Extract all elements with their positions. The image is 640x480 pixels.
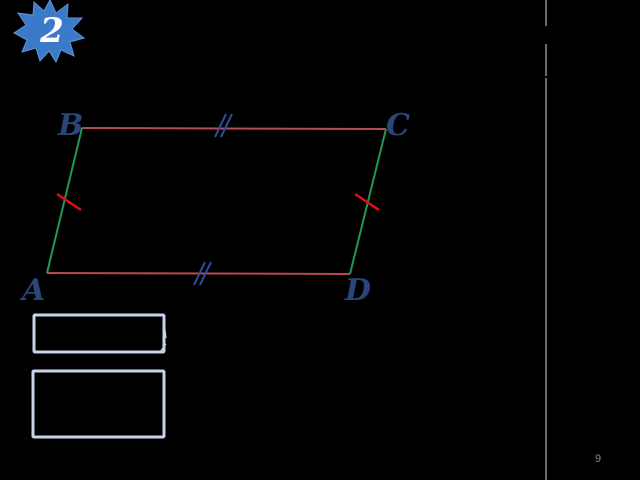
double-tick-bc (214, 113, 233, 138)
star-badge-icon (13, 0, 86, 64)
tick-mark-ab (56, 192, 82, 212)
star-badge: 2 (13, 0, 86, 64)
page-number: 9 (595, 453, 601, 465)
side-bc (81, 127, 387, 130)
vertex-label-d: D (344, 273, 371, 308)
vertex-label-c: C (386, 108, 410, 143)
tick-mark-dc (354, 192, 380, 212)
badge-number: 2 (39, 11, 64, 51)
vertex-label-b: B (57, 108, 83, 143)
answer-box-1-marker (159, 321, 167, 353)
answer-box-2[interactable] (31, 369, 166, 439)
double-tick-ad (193, 261, 212, 286)
vertex-label-a: A (19, 273, 45, 308)
answer-box-1[interactable] (32, 313, 166, 354)
